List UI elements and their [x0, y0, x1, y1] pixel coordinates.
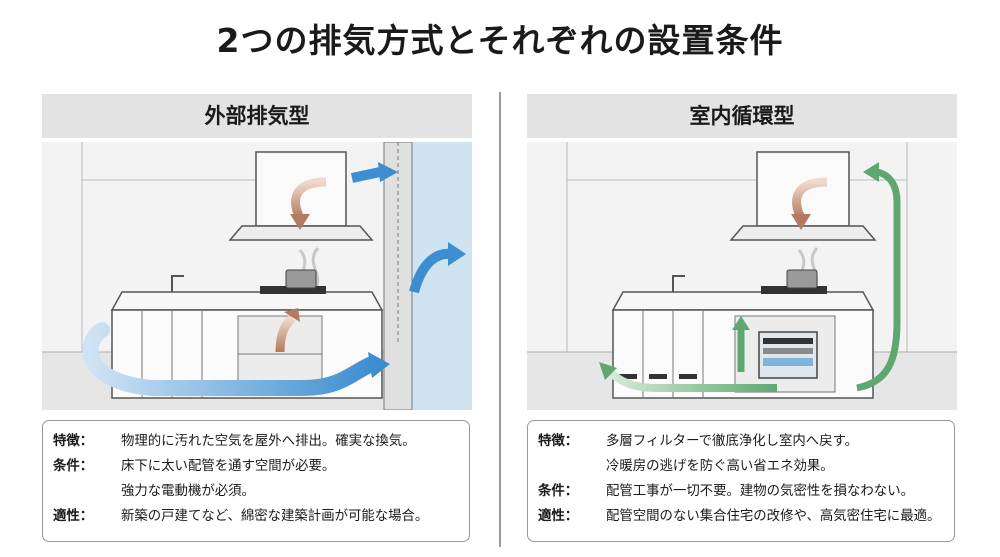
- illustration-internal-circulation: [527, 142, 957, 410]
- external-exhaust-diagram: [42, 142, 472, 410]
- feature-row: 条件： 床下に太い配管を通す空間が必要。: [53, 454, 459, 479]
- page-title: 2つの排気方式とそれぞれの設置条件: [216, 21, 784, 60]
- feature-row: 特徴： 多層フィルターで徹底浄化し室内へ戻す。: [538, 429, 944, 454]
- cooking-pot: [786, 269, 818, 289]
- panel-external-exhaust: 外部排気型: [42, 94, 472, 549]
- cooktop: [260, 286, 326, 294]
- hood-suction-arrow: [792, 177, 828, 221]
- counter-top: [611, 291, 875, 311]
- hood-suction-arrowhead: [290, 214, 310, 230]
- feature-row: 強力な電動機が必須。: [53, 479, 459, 504]
- faucet: [672, 275, 685, 292]
- faucet: [171, 275, 184, 292]
- feature-text: 多層フィルターで徹底浄化し室内へ戻す。: [606, 434, 859, 449]
- feature-label: 適性：: [538, 509, 579, 524]
- illustration-external-exhaust: [42, 142, 472, 410]
- center-divider: [499, 92, 501, 547]
- floor-duct-arrowhead: [368, 352, 390, 378]
- cooking-pot: [285, 269, 317, 289]
- circulation-arrow-side: [856, 168, 901, 392]
- circulation-arrowhead-side: [863, 162, 879, 182]
- feature-row: 適性： 配管空間のない集合住宅の改修や、高気密住宅に最適。: [538, 504, 944, 529]
- filter-layer-1: [763, 338, 813, 344]
- vent-slot-1: [619, 374, 637, 379]
- range-hood-skirt: [228, 225, 374, 241]
- feature-row: 特徴： 物理的に汚れた空気を屋外へ排出。確実な換気。: [53, 429, 459, 454]
- feature-label: 条件：: [53, 459, 94, 474]
- floor-duct-arrow: [82, 322, 380, 396]
- circulation-arrowhead-cabinet: [732, 316, 750, 330]
- feature-label: 適性：: [53, 509, 94, 524]
- range-hood-skirt: [729, 225, 877, 241]
- outside-exhaust-arrow-lower: [409, 248, 453, 294]
- outside-exhaust-arrowhead-upper: [378, 162, 398, 182]
- cabinet-up-arrow: [275, 314, 296, 353]
- vent-slot-3: [679, 374, 697, 379]
- feature-text: 冷暖房の逃げを防ぐ高い省エネ効果。: [606, 459, 834, 474]
- feature-row: 条件： 配管工事が一切不要。建物の気密性を損なわない。: [538, 479, 944, 504]
- feature-box-external: 特徴： 物理的に汚れた空気を屋外へ排出。確実な換気。 条件： 床下に太い配管を通す空…: [42, 420, 470, 542]
- feature-text: 配管空間のない集合住宅の改修や、高気密住宅に最適。: [606, 509, 941, 524]
- counter-top: [110, 291, 384, 311]
- feature-row: 適性： 新築の戸建てなど、綿密な建築計画が可能な場合。: [53, 504, 459, 529]
- filter-layer-2: [763, 348, 813, 354]
- feature-row: 冷暖房の逃げを防ぐ高い省エネ効果。: [538, 454, 944, 479]
- outside-exhaust-arrowhead-lower: [448, 242, 466, 266]
- feature-text: 配管工事が一切不要。建物の気密性を損なわない。: [606, 484, 914, 499]
- feature-text: 物理的に汚れた空気を屋外へ排出。確実な換気。: [121, 434, 416, 449]
- panel-heading-internal: 室内循環型: [527, 94, 957, 138]
- feature-text: 強力な電動機が必須。: [121, 484, 255, 499]
- internal-circulation-diagram: [527, 142, 957, 410]
- circulation-arrowhead-floor: [599, 362, 617, 380]
- hood-suction-arrow: [291, 177, 327, 221]
- cabinet-up-arrowhead: [284, 308, 300, 322]
- filter-layer-3: [763, 358, 813, 366]
- panel-heading-external: 外部排気型: [42, 94, 472, 138]
- cooktop: [761, 286, 827, 294]
- feature-label: 条件：: [538, 484, 579, 499]
- hood-suction-arrowhead: [791, 214, 811, 230]
- vent-slot-2: [649, 374, 667, 379]
- outside-exhaust-arrow-upper: [350, 167, 382, 183]
- feature-label: 特徴：: [538, 434, 579, 449]
- feature-text: 新築の戸建てなど、綿密な建築計画が可能な場合。: [121, 509, 429, 524]
- feature-box-internal: 特徴： 多層フィルターで徹底浄化し室内へ戻す。 冷暖房の逃げを防ぐ高い省エネ効果。…: [527, 420, 955, 542]
- feature-label: 特徴：: [53, 434, 94, 449]
- panel-internal-circulation: 室内循環型: [527, 94, 957, 549]
- feature-text: 床下に太い配管を通す空間が必要。: [121, 459, 336, 474]
